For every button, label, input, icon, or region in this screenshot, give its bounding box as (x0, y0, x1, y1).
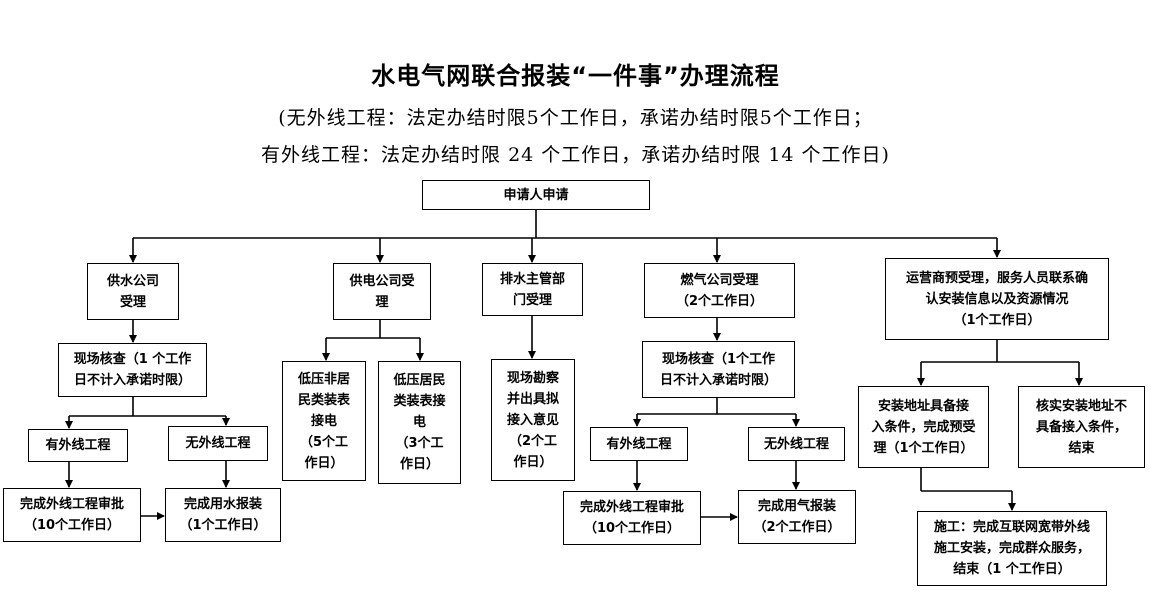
node-water-ext-approval: 完成外线工程审批 （10个工作日） (3, 488, 141, 542)
node-isp-pre-accept-label: 运营商预受理，服务人员联系确 认安装信息以及资源情况 （1个工作日） (905, 270, 1088, 328)
node-gas-inspect-label: 现场核查（1个工作 日不计入承诺时限） (659, 351, 777, 388)
node-isp-construction: 施工：完成互联网宽带外线 施工安装，完成群众服务， 结束（1 个工作日） (917, 511, 1107, 586)
node-water-install: 完成用水报装 （1个工作日） (165, 488, 281, 542)
node-power-accept-label: 供电公司受 理 (349, 273, 415, 310)
node-drain-accept-label: 排水主管部 门受理 (499, 271, 565, 308)
node-water-ext-approval-label: 完成外线工程审批 （10个工作日） (19, 497, 124, 533)
node-water-inspect-label: 现场核查（1 个工作 日不计入承诺时限） (73, 352, 192, 388)
node-isp-pre-accept: 运营商预受理，服务人员联系确 认安装信息以及资源情况 （1个工作日） (885, 258, 1109, 340)
node-water-inspect: 现场核查（1 个工作 日不计入承诺时限） (58, 343, 207, 397)
node-isp-address-ready-label: 安装地址具备接 入条件，完成预受 理（1个工作日） (871, 398, 976, 456)
node-water-with-ext: 有外线工程 (28, 429, 128, 462)
node-gas-ext-approval: 完成外线工程审批 （10个工作日） (563, 491, 701, 545)
node-drain-survey: 现场勘察 并出具拟 接入意见 （2个工 作日） (491, 359, 575, 481)
node-water-with-ext-label: 有外线工程 (45, 438, 111, 453)
node-applicant: 申请人申请 (422, 180, 650, 210)
node-gas-install-label: 完成用气报装 （2个工作日） (753, 499, 841, 535)
node-gas-accept-label: 燃气公司受理 （2个工作日） (675, 272, 764, 309)
node-gas-no-ext: 无外线工程 (748, 427, 845, 461)
node-gas-install: 完成用气报装 （2个工作日） (738, 490, 856, 544)
node-isp-address-not-ready: 核实安装地址不 具备接入条件， 结束 (1018, 386, 1145, 468)
node-power-low-residential: 低压居民 类装表接 电 （3个工 作日） (378, 361, 461, 484)
node-drain-accept: 排水主管部 门受理 (482, 263, 583, 316)
node-gas-ext-approval-label: 完成外线工程审批 （10个工作日） (579, 500, 684, 536)
node-water-accept-label: 供水公司 受理 (106, 273, 159, 310)
node-gas-no-ext-label: 无外线工程 (763, 436, 829, 452)
subtitle-line-1: (无外线工程：法定办结时限5个工作日，承诺办结时限5个工作日； (278, 107, 873, 129)
node-power-low-residential-label: 低压居民 类装表接 电 （3个工 作日） (393, 373, 446, 472)
node-gas-with-ext-label: 有外线工程 (606, 436, 672, 452)
node-power-low-nonresidential-label: 低压非居 民类装表 接电 （5个工 作日） (297, 371, 350, 471)
page-title: 水电气网联合报装“一件事”办理流程 (371, 62, 780, 90)
node-isp-address-ready: 安装地址具备接 入条件，完成预受 理（1个工作日） (858, 386, 989, 468)
node-water-no-ext-label: 无外线工程 (185, 436, 251, 451)
node-water-no-ext: 无外线工程 (168, 426, 268, 461)
subtitle-line-2: 有外线工程：法定办结时限 24 个工作日，承诺办结时限 14 个工作日) (261, 144, 890, 166)
node-isp-construction-label: 施工：完成互联网宽带外线 施工安装，完成群众服务， 结束（1 个工作日） (933, 520, 1090, 577)
node-isp-address-not-ready-label: 核实安装地址不 具备接入条件， 结束 (1035, 398, 1127, 456)
node-power-accept: 供电公司受 理 (333, 263, 431, 320)
node-water-accept: 供水公司 受理 (87, 263, 179, 320)
node-gas-inspect: 现场核查（1个工作 日不计入承诺时限） (642, 341, 795, 398)
node-gas-accept: 燃气公司受理 （2个工作日） (644, 263, 795, 318)
node-applicant-label: 申请人申请 (503, 187, 569, 203)
node-water-install-label: 完成用水报装 （1个工作日） (179, 497, 267, 533)
node-gas-with-ext: 有外线工程 (590, 427, 688, 461)
node-drain-survey-label: 现场勘察 并出具拟 接入意见 （2个工 作日） (506, 370, 559, 470)
node-power-low-nonresidential: 低压非居 民类装表 接电 （5个工 作日） (282, 361, 366, 481)
